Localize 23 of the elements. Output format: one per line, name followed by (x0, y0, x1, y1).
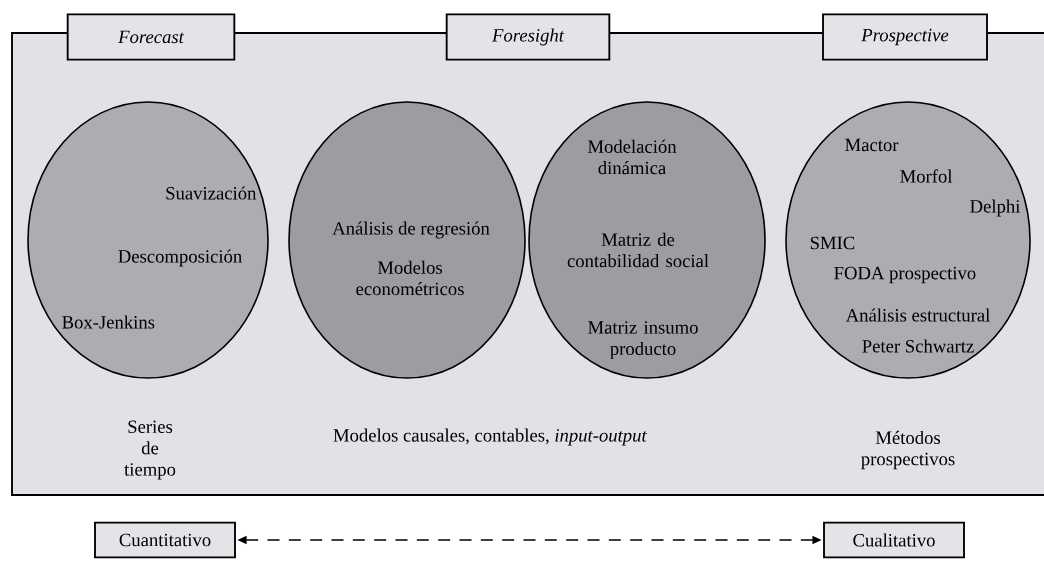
tab-label: Foresight (445, 13, 611, 61)
method-label: Mactor (845, 138, 899, 152)
method-label: Morfol (900, 169, 953, 183)
method-label: Peter Schwartz (862, 339, 974, 353)
method-label: Suavización (166, 186, 257, 200)
category-label: Series de tiempo (124, 420, 176, 480)
method-label: Matriz de contabilidad social (567, 232, 709, 268)
group-caption: Modelos causales, contables, input-output (333, 428, 648, 446)
category-label: Métodos prospectivos (861, 430, 955, 470)
method-label: Delphi (970, 199, 1021, 217)
method-label: Análisis de regresión (332, 221, 490, 239)
method-label: Box-Jenkins (62, 315, 155, 329)
method-label: FODA prospectivo (834, 266, 976, 284)
scale-box: Cualitativo (823, 521, 965, 559)
method-label: Análisis estructural (845, 308, 990, 322)
tab-label: Forecast (66, 13, 236, 61)
method-label: Modelación dinámica (587, 139, 677, 175)
method-label: Modelos econométricos (356, 260, 464, 296)
method-label: Matriz insumo producto (588, 321, 698, 359)
method-label: Descomposición (118, 249, 242, 267)
scale-box: Cuantitativo (94, 521, 236, 559)
tab-label: Prospective (822, 13, 988, 61)
method-label: SMIC (810, 236, 855, 250)
